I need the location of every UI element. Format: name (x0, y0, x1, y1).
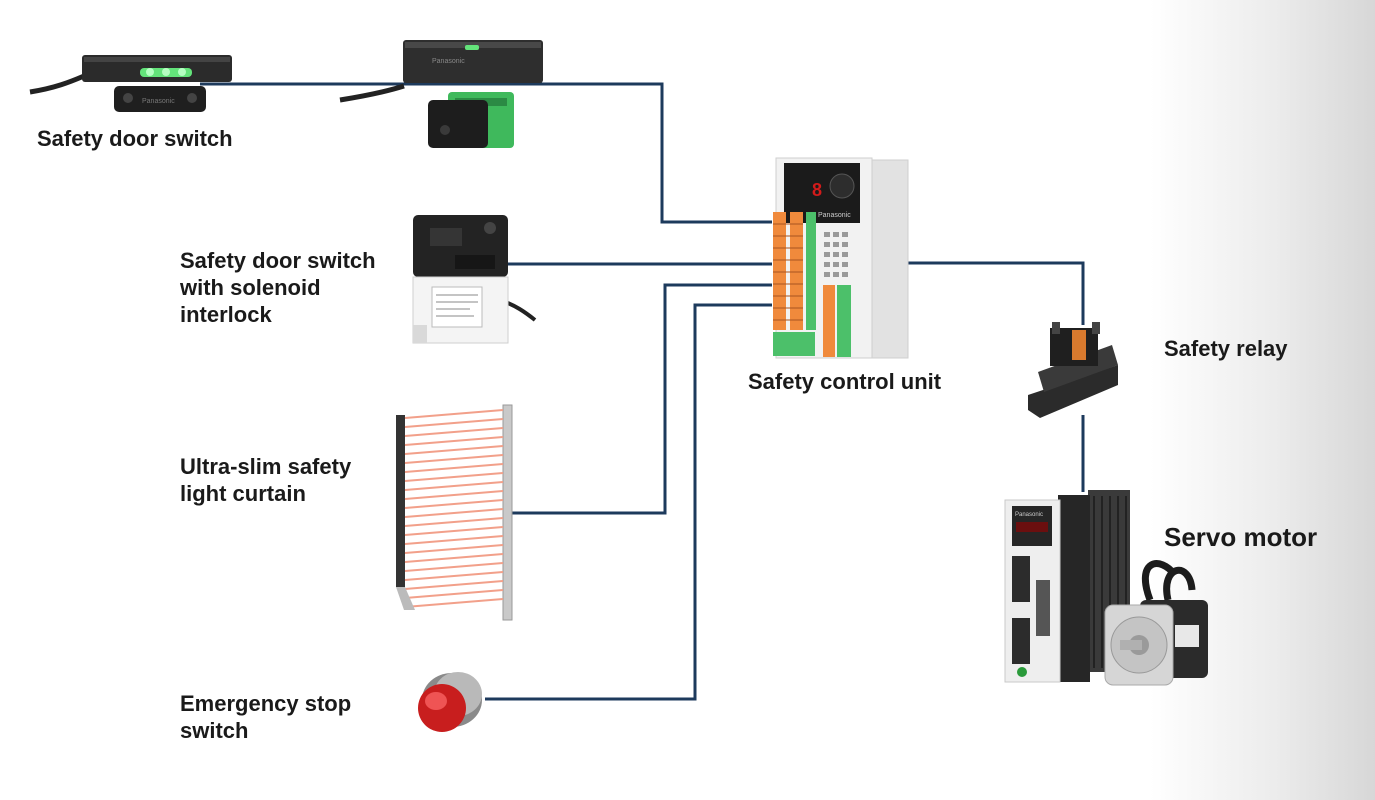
label-safety-control-unit: Safety control unit (748, 369, 942, 394)
door-switch-cable (29, 73, 85, 95)
label-light-curtain: Ultra-slim safety light curtain (180, 454, 352, 506)
label-safety-relay: Safety relay (1164, 336, 1288, 361)
door-switch-unit2-cable (339, 83, 405, 103)
servo-device: Panasonic (1004, 490, 1208, 686)
light-curtain-emitter (396, 415, 405, 587)
door-switch-unit2-body (403, 40, 543, 83)
emergency-stop-device (418, 672, 482, 732)
servo-motor (1104, 560, 1208, 686)
control-unit-dial (829, 173, 855, 199)
svg-text:8: 8 (812, 180, 822, 200)
light-curtain-receiver (502, 404, 513, 621)
door-switch-actuator (114, 86, 206, 112)
servo-driver-black-panel (1058, 495, 1090, 682)
label-safety-door-switch: Safety door switch (37, 126, 233, 151)
control-unit-terminals-green (773, 212, 851, 357)
line-control-to-relay (908, 261, 1085, 325)
control-unit-brand: Panasonic (818, 212, 851, 219)
label-safety-door-switch-solenoid: Safety door switch with solenoid interlo… (180, 248, 376, 327)
safety-relay-device (1028, 322, 1118, 418)
control-unit-indicator-grid (824, 232, 848, 277)
label-emergency-stop: Emergency stop switch (180, 691, 352, 743)
connection-lines (200, 82, 1085, 701)
door-switch-actuator-brand: Panasonic (142, 98, 175, 105)
line-light-curtain (512, 283, 772, 515)
control-unit-terminals-orange (773, 212, 835, 357)
solenoid-switch-device (412, 215, 537, 344)
safety-door-switch-device: Panasonic Panasonic (29, 40, 543, 148)
light-curtain-beams (404, 409, 504, 608)
label-servo-motor: Servo motor (1164, 522, 1318, 552)
door-switch-unit2-brand: Panasonic (432, 58, 465, 65)
light-curtain-device (396, 404, 513, 621)
control-unit-side (869, 159, 909, 359)
safety-relay-base (1028, 365, 1118, 418)
line-emergency-stop (485, 303, 772, 701)
servo-driver-brand: Panasonic (1015, 512, 1043, 518)
control-unit-device: 8 Panasonic (773, 157, 909, 359)
line-door-switch (200, 82, 772, 224)
door-switch-unit2-head (428, 100, 488, 148)
solenoid-switch-nameplate (431, 286, 483, 328)
